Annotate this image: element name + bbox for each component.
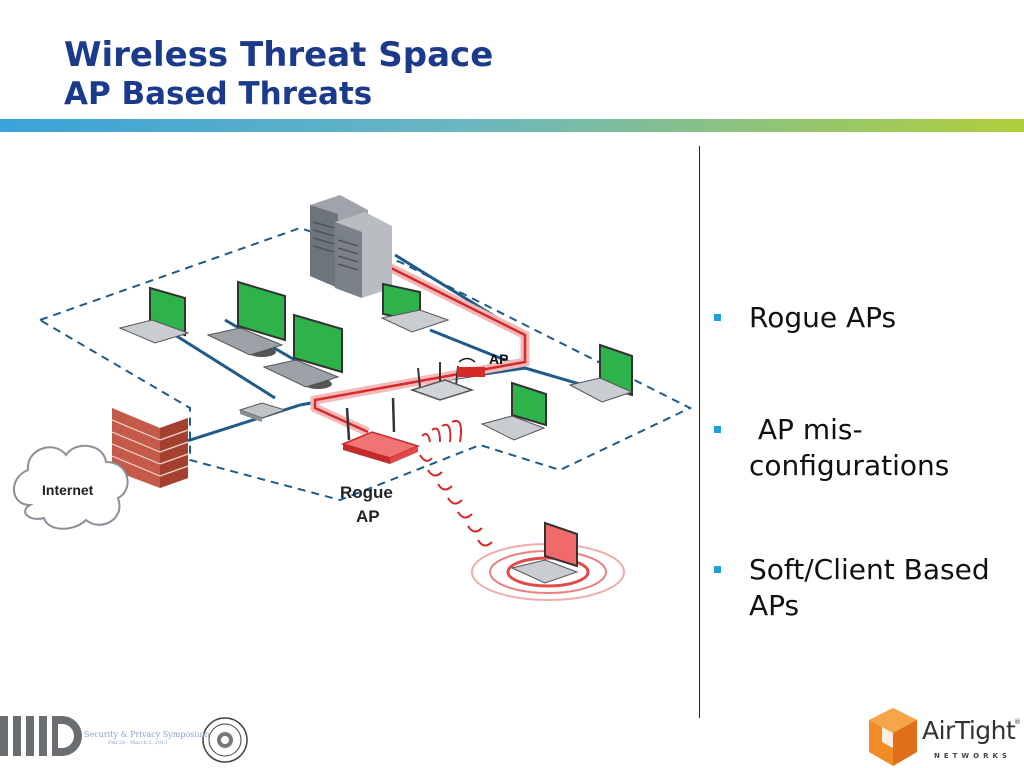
bullet-text-line2: APs (749, 589, 800, 622)
firewall-icon (111, 408, 189, 488)
laptop-icon (510, 521, 579, 584)
airtight-logo (869, 708, 917, 766)
bullet-text: Rogue APs (749, 301, 897, 334)
internet-cloud-icon (13, 444, 129, 530)
vertical-divider (699, 146, 700, 718)
server-icon (310, 195, 392, 298)
symposium-dates: Feb 28 - March 2, 2013 (108, 740, 168, 746)
bullet-marker (714, 426, 721, 433)
symposium-name: Security & Privacy Symposium (84, 730, 210, 739)
footer-logos (0, 716, 248, 763)
slide-title: Wireless Threat Space (64, 35, 494, 75)
university-seal-icon (202, 717, 248, 763)
network-switch-icon (238, 402, 287, 422)
laptop-icon (118, 286, 190, 344)
bullet-text-line1: AP mis- (749, 413, 863, 446)
airtight-registered-mark: ® (1014, 718, 1021, 726)
institute-logo (0, 716, 82, 756)
title-gradient-rule (0, 119, 1024, 132)
ap-label: AP (489, 351, 508, 367)
slide-subtitle: AP Based Threats (64, 76, 373, 112)
rogue-access-point-icon (340, 397, 421, 464)
bullet-item: Rogue APs (712, 300, 896, 336)
desktop-icon (262, 313, 343, 389)
network-diagram: AP Internet Rogue AP (13, 195, 693, 601)
airtight-brand-name: AirTight (922, 716, 1016, 745)
laptop-icon (480, 381, 547, 441)
rogue-ap-label-line2: AP (356, 507, 380, 526)
bullet-item: AP mis- configurations (712, 412, 949, 484)
bullet-text-line1: Soft/Client Based (749, 553, 990, 586)
airtight-brand-subtitle: NETWORKS (934, 752, 1011, 760)
bullet-marker (714, 566, 721, 573)
bullet-text-line2: configurations (749, 449, 950, 482)
laptop-icon (380, 282, 450, 333)
rogue-signal-waves (419, 420, 493, 547)
airtight-cube-icon (869, 708, 917, 766)
internet-label: Internet (42, 482, 94, 498)
access-point-icon (409, 357, 485, 401)
rogue-ap-label-line1: Rogue (340, 483, 393, 502)
desktop-icon (206, 280, 286, 357)
bullet-marker (714, 314, 721, 321)
bullet-item: Soft/Client Based APs (712, 552, 990, 624)
laptop-icon (568, 343, 634, 403)
